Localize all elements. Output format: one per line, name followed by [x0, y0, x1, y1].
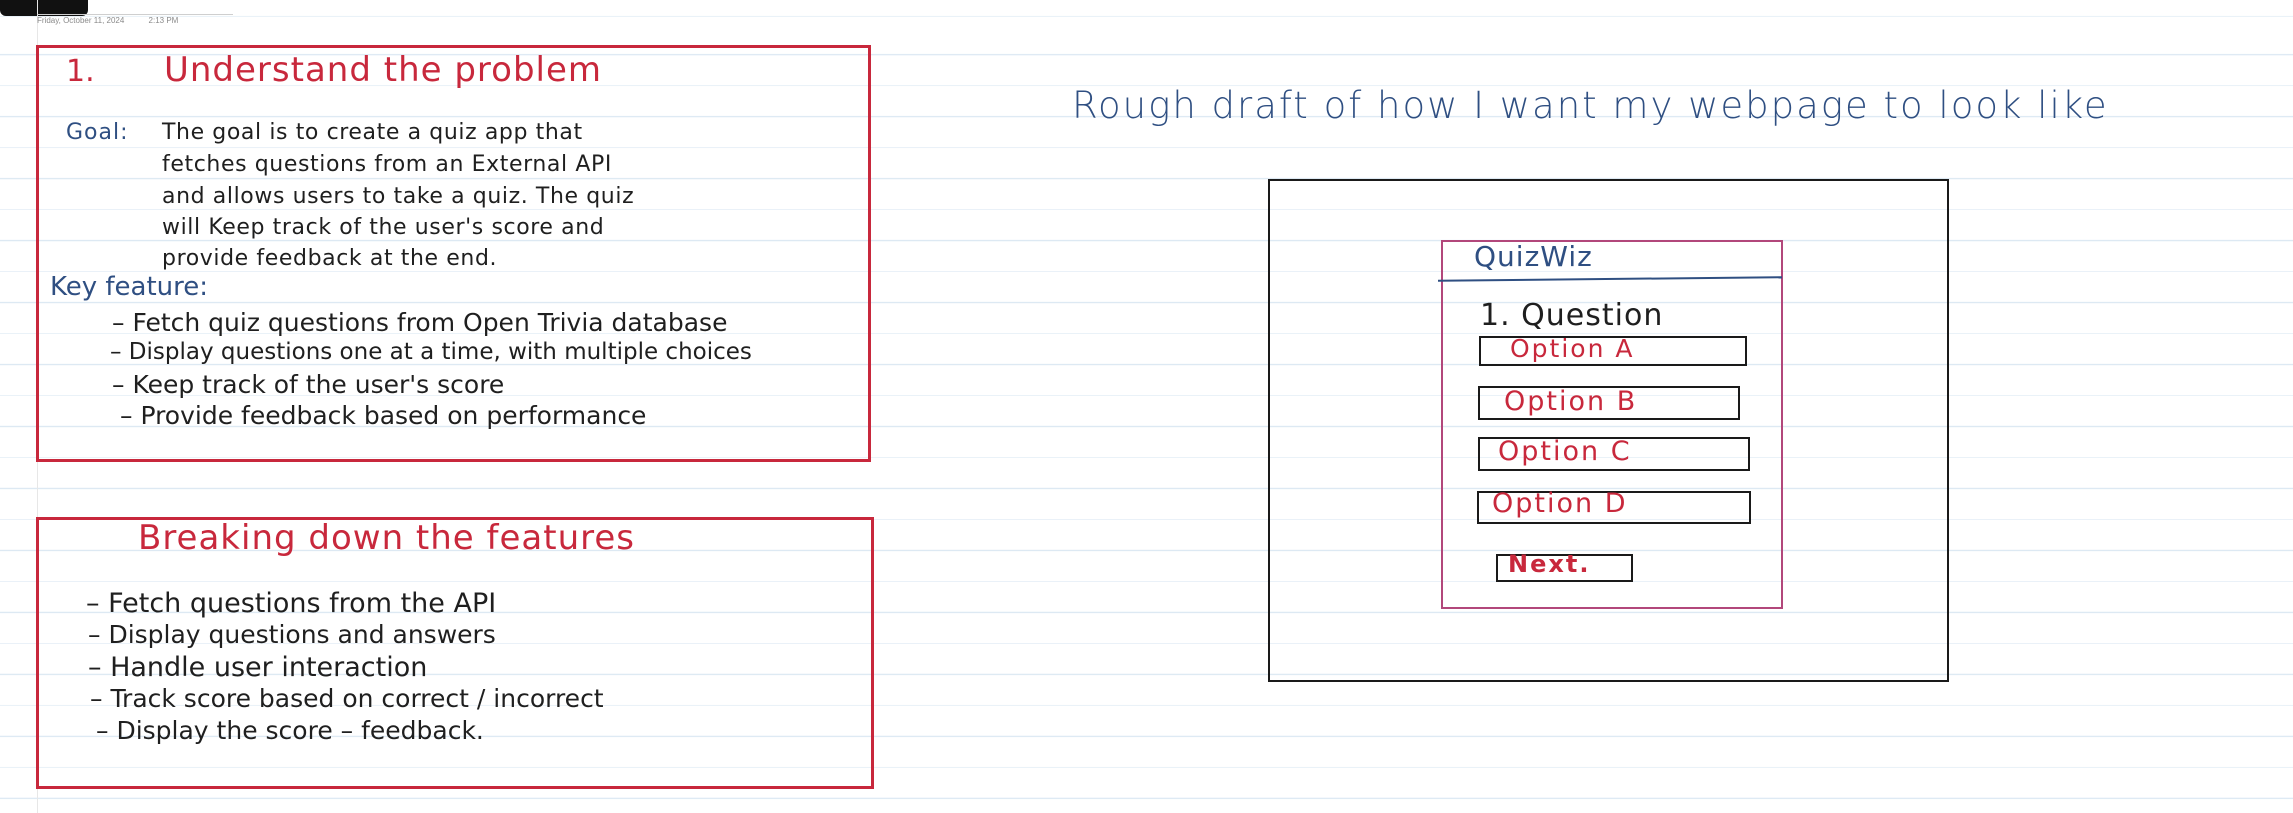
quiz-card-sketch	[1441, 240, 1783, 609]
section1-title: Understand the problem	[164, 50, 603, 90]
sketch-caption: Rough draft of how I want my webpage to …	[1072, 84, 2109, 127]
goal-line: provide feedback at the end.	[162, 246, 498, 271]
goal-line: fetches questions from an External API	[162, 152, 612, 177]
section2-title: Breaking down the features	[138, 518, 636, 558]
option-a-label: Option A	[1510, 334, 1635, 363]
goal-label: Goal:	[66, 120, 129, 145]
feature-breakdown-item: – Fetch questions from the API	[86, 588, 497, 619]
key-feature-item: – Provide feedback based on performance	[120, 401, 647, 430]
page-time: 2:13 PM	[148, 16, 179, 25]
section2-frame	[36, 517, 874, 789]
next-button-sketch[interactable]	[1496, 554, 1633, 582]
key-feature-item: – Keep track of the user's score	[112, 370, 505, 399]
webpage-sketch-frame	[1268, 179, 1949, 682]
next-button-label: Next.	[1508, 550, 1591, 578]
date-underline	[37, 14, 233, 15]
option-b-box[interactable]	[1478, 386, 1740, 420]
question-label: 1. Question	[1480, 298, 1664, 333]
key-feature-item: – Display questions one at a time, with …	[110, 339, 752, 365]
goal-line: and allows users to take a quiz. The qui…	[162, 184, 635, 209]
option-c-box[interactable]	[1478, 437, 1750, 471]
option-c-label: Option C	[1498, 436, 1632, 467]
feature-breakdown-item: – Handle user interaction	[88, 652, 428, 683]
section1-number: 1.	[66, 54, 95, 89]
option-b-label: Option B	[1504, 386, 1638, 417]
section1-frame	[36, 45, 871, 462]
quiz-app-title: QuizWiz	[1474, 240, 1593, 273]
goal-line: The goal is to create a quiz app that	[162, 120, 583, 145]
option-a-box[interactable]	[1479, 336, 1747, 366]
feature-breakdown-item: – Track score based on correct / incorre…	[90, 684, 604, 713]
feature-breakdown-item: – Display questions and answers	[88, 620, 496, 649]
page-date: Friday, October 11, 2024	[37, 16, 125, 25]
option-d-label: Option D	[1492, 488, 1628, 519]
feature-breakdown-item: – Display the score – feedback.	[96, 716, 484, 745]
option-d-box[interactable]	[1477, 491, 1751, 524]
page-date-time: Friday, October 11, 2024 2:13 PM	[37, 16, 200, 25]
key-feature-item: – Fetch quiz questions from Open Trivia …	[112, 308, 728, 337]
window-tab[interactable]	[0, 0, 88, 16]
key-feature-label: Key feature:	[50, 272, 209, 302]
goal-line: will Keep track of the user's score and	[162, 215, 605, 240]
